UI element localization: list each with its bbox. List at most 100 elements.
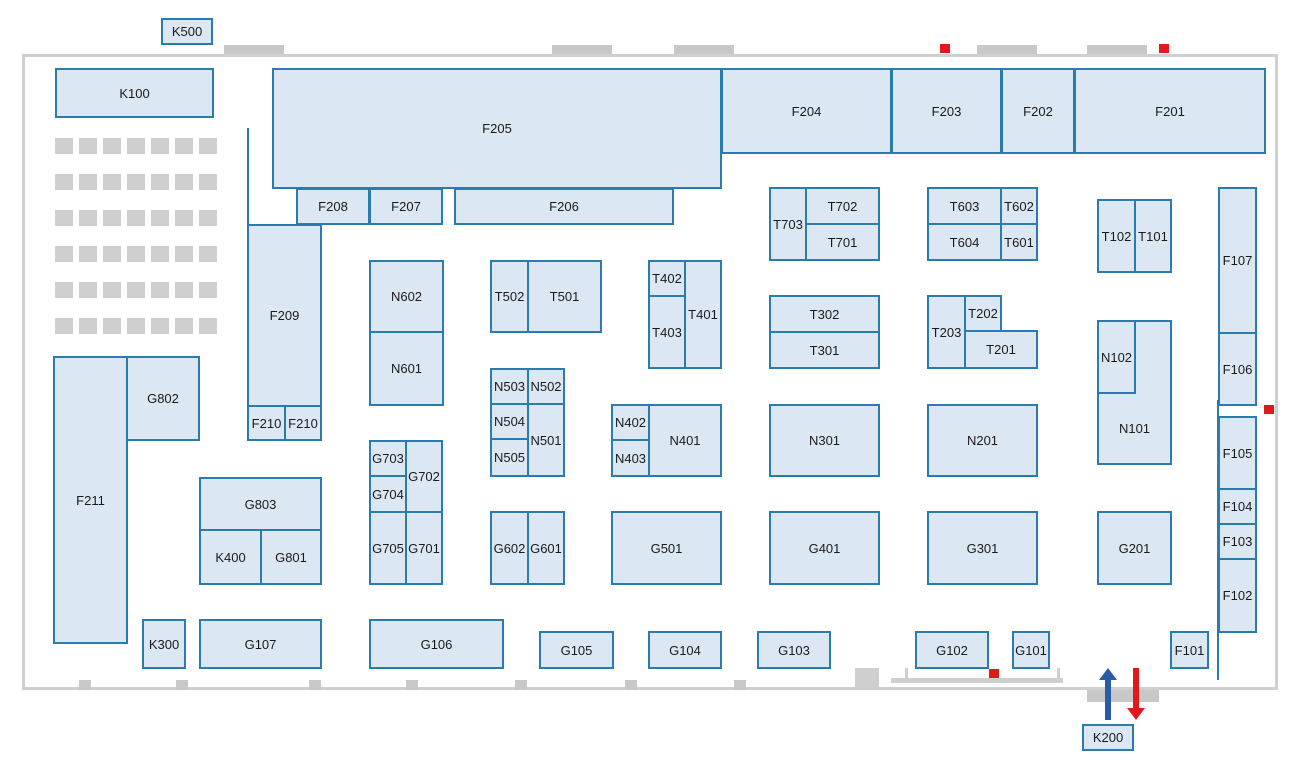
booth-n504[interactable]: N504 <box>490 403 529 440</box>
booth-f106[interactable]: F106 <box>1218 332 1257 406</box>
booth-label: K400 <box>215 549 246 565</box>
booth-t703[interactable]: T703 <box>769 187 807 261</box>
seat-block <box>79 174 97 190</box>
booth-f211[interactable]: F211 <box>53 356 128 644</box>
booth-g601[interactable]: G601 <box>527 511 565 585</box>
booth-t603[interactable]: T603 <box>927 187 1002 225</box>
seat-block <box>151 210 169 226</box>
booth-t101[interactable]: T101 <box>1134 199 1172 273</box>
booth-label: T301 <box>809 342 840 358</box>
booth-g101[interactable]: G101 <box>1012 631 1050 669</box>
booth-t501[interactable]: T501 <box>527 260 602 333</box>
booth-g802[interactable]: G802 <box>126 356 200 441</box>
booth-g102[interactable]: G102 <box>915 631 989 669</box>
booth-label: K200 <box>1092 730 1124 745</box>
booth-t602[interactable]: T602 <box>1000 187 1038 225</box>
booth-f204[interactable]: F204 <box>721 68 892 154</box>
booth-g401[interactable]: G401 <box>769 511 880 585</box>
booth-n505[interactable]: N505 <box>490 438 529 477</box>
booth-t702[interactable]: T702 <box>805 187 880 225</box>
booth-n102[interactable]: N102 <box>1097 320 1136 394</box>
booth-g701[interactable]: G701 <box>405 511 443 585</box>
booth-f101[interactable]: F101 <box>1170 631 1209 669</box>
seat-block <box>127 174 145 190</box>
emergency-exit-icon <box>989 669 999 678</box>
booth-label: G802 <box>147 391 179 406</box>
booth-f105[interactable]: F105 <box>1218 416 1257 490</box>
booth-n602[interactable]: N602 <box>369 260 444 333</box>
booth-g705[interactable]: G705 <box>369 511 407 585</box>
booth-n201[interactable]: N201 <box>927 404 1038 477</box>
seat-block <box>199 246 217 262</box>
door <box>625 680 637 690</box>
booth-t202[interactable]: T202 <box>964 295 1002 332</box>
booth-g301[interactable]: G301 <box>927 511 1038 585</box>
booth-f107[interactable]: F107 <box>1218 187 1257 334</box>
booth-k300[interactable]: K300 <box>142 619 186 669</box>
seat-block <box>79 318 97 334</box>
booth-k100[interactable]: K100 <box>55 68 214 118</box>
booth-t701[interactable]: T701 <box>805 223 880 261</box>
booth-g107[interactable]: G107 <box>199 619 322 669</box>
booth-t201[interactable]: T201 <box>964 330 1038 369</box>
booth-g103[interactable]: G103 <box>757 631 831 669</box>
booth-g105[interactable]: G105 <box>539 631 614 669</box>
booth-f210a[interactable]: F210 <box>247 405 286 441</box>
booth-label: F105 <box>1222 445 1253 461</box>
booth-t601[interactable]: T601 <box>1000 223 1038 261</box>
booth-g104[interactable]: G104 <box>648 631 722 669</box>
seat-block <box>199 210 217 226</box>
booth-g704[interactable]: G704 <box>369 475 407 513</box>
booth-f201[interactable]: F201 <box>1074 68 1266 154</box>
booth-f102[interactable]: F102 <box>1218 558 1257 633</box>
booth-n101[interactable]: N101 <box>1097 392 1172 465</box>
booth-t203[interactable]: T203 <box>927 295 966 369</box>
booth-f104[interactable]: F104 <box>1218 488 1257 525</box>
booth-f206[interactable]: F206 <box>454 188 674 225</box>
booth-g602[interactable]: G602 <box>490 511 529 585</box>
door <box>79 680 91 690</box>
booth-t302[interactable]: T302 <box>769 295 880 333</box>
booth-n502[interactable]: N502 <box>527 368 565 405</box>
booth-g702[interactable]: G702 <box>405 440 443 513</box>
booth-f203[interactable]: F203 <box>891 68 1002 154</box>
booth-t402[interactable]: T402 <box>648 260 686 297</box>
booth-t401[interactable]: T401 <box>684 260 722 369</box>
booth-g803[interactable]: G803 <box>199 477 322 531</box>
seat-block <box>127 318 145 334</box>
booth-f207[interactable]: F207 <box>369 188 443 225</box>
booth-f208[interactable]: F208 <box>296 188 370 225</box>
booth-t102[interactable]: T102 <box>1097 199 1136 273</box>
booth-k500[interactable]: K500 <box>161 18 213 45</box>
seat-block <box>151 318 169 334</box>
booth-n301[interactable]: N301 <box>769 404 880 477</box>
booth-n501[interactable]: N501 <box>527 403 565 477</box>
booth-t403[interactable]: T403 <box>648 295 686 369</box>
booth-g501[interactable]: G501 <box>611 511 722 585</box>
booth-f210b[interactable]: F210 <box>284 405 322 441</box>
booth-t301[interactable]: T301 <box>769 331 880 369</box>
booth-label: G106 <box>420 636 453 652</box>
booth-f205[interactable]: F205 <box>272 68 722 189</box>
booth-label: N504 <box>493 414 526 429</box>
booth-k200[interactable]: K200 <box>1082 724 1134 751</box>
booth-n503[interactable]: N503 <box>490 368 529 405</box>
booth-g801[interactable]: G801 <box>260 529 322 585</box>
seat-block <box>79 246 97 262</box>
booth-n403[interactable]: N403 <box>611 439 650 477</box>
booth-g703[interactable]: G703 <box>369 440 407 477</box>
booth-k400[interactable]: K400 <box>199 529 262 585</box>
booth-n601[interactable]: N601 <box>369 331 444 406</box>
booth-f202[interactable]: F202 <box>1001 68 1075 154</box>
booth-t604[interactable]: T604 <box>927 223 1002 261</box>
booth-g201[interactable]: G201 <box>1097 511 1172 585</box>
booth-g106[interactable]: G106 <box>369 619 504 669</box>
booth-t502[interactable]: T502 <box>490 260 529 333</box>
booth-n101-upper[interactable] <box>1134 320 1172 394</box>
booth-f209[interactable]: F209 <box>247 224 322 407</box>
booth-n402[interactable]: N402 <box>611 404 650 441</box>
booth-label: G401 <box>808 540 841 556</box>
booth-n401[interactable]: N401 <box>648 404 722 477</box>
booth-f103[interactable]: F103 <box>1218 523 1257 560</box>
booth-label: N401 <box>669 433 701 448</box>
